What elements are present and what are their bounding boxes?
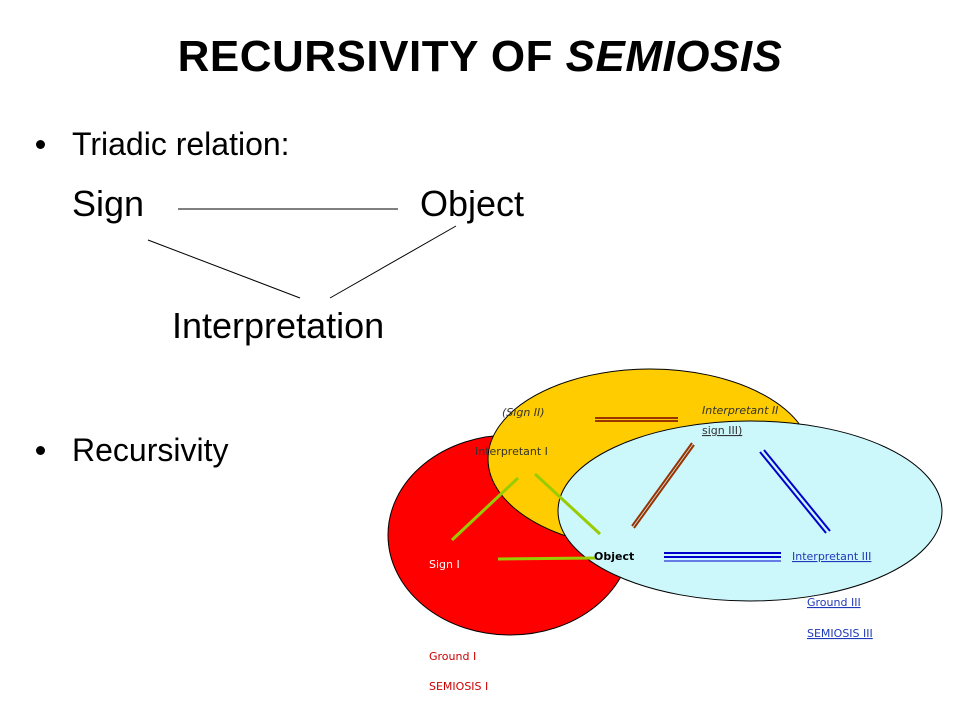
bullet-recursivity: Recursivity [36, 432, 229, 468]
sign-i-label: Sign I [429, 558, 460, 571]
sign-iii-label: sign III) [702, 424, 742, 437]
slide-title: RECURSIVITY OF SEMIOSIS [0, 32, 960, 82]
semiosis-i-label: SEMIOSIS I [429, 680, 488, 693]
green-line-sign-object [497, 556, 597, 561]
title-emphasis: SEMIOSIS [565, 32, 783, 81]
bullet-dot [36, 446, 45, 455]
sign-interpretation-line [147, 239, 301, 299]
object-label: Object [594, 550, 634, 563]
semiosis-iii-label: SEMIOSIS III [807, 627, 873, 640]
triad-object: Object [420, 183, 525, 224]
title-main: RECURSIVITY OF [177, 32, 566, 81]
bullet-triadic: Triadic relation: [36, 126, 290, 162]
blue-line-diag-a [759, 451, 827, 534]
interpretant-iii-label: Interpretant III [792, 550, 871, 563]
green-line-sign-interpretant [450, 476, 520, 542]
blue-line-diag-b [763, 449, 831, 532]
ground-i-label: Ground I [429, 650, 476, 663]
bullet-triadic-text: Triadic relation: [72, 126, 290, 162]
interpretant-i-label: Interpretant I [475, 445, 548, 458]
brown-line-diag-a [631, 442, 693, 527]
interpretant-ii-label: Interpretant II [702, 404, 778, 417]
triad-sign: Sign [72, 183, 145, 224]
brown-line-diag-b [633, 444, 695, 529]
object-interpretation-line [329, 225, 457, 299]
triad-interpretation: Interpretation [172, 305, 385, 346]
green-line-interpretant-object [533, 472, 602, 536]
semiosis-iii-ellipse [557, 420, 943, 602]
bullet-dot [36, 140, 45, 149]
ground-iii-label: Ground III [807, 596, 861, 609]
bullet-recursivity-text: Recursivity [72, 432, 229, 468]
sign-ii-label: (Sign II) [502, 406, 545, 419]
